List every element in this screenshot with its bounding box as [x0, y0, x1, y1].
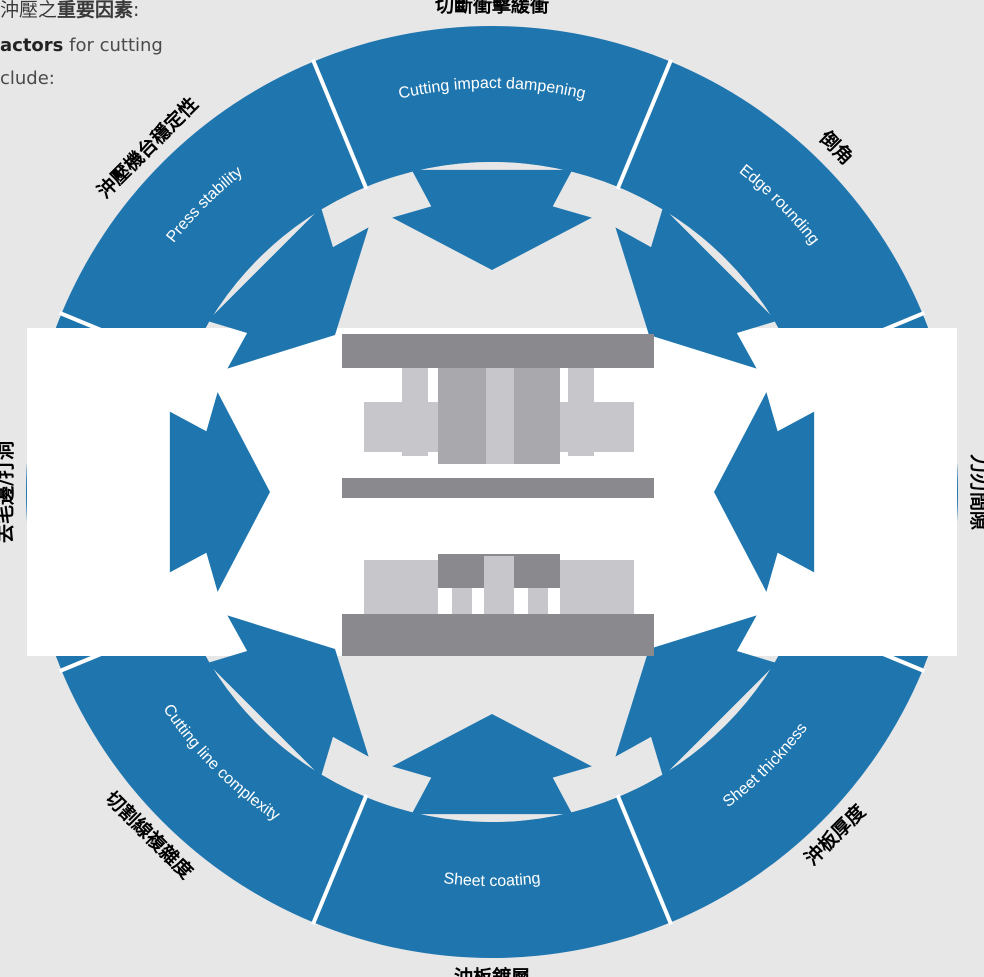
- sheet-strip: [342, 478, 654, 498]
- intro-line-1: 沖壓之重要因素:: [0, 0, 139, 22]
- upper-right-pin: [568, 368, 594, 456]
- arrow-blade-clearance: [714, 392, 815, 592]
- arrow-press-stability: [207, 207, 369, 369]
- intro-line-2-rest: for cutting: [63, 35, 163, 56]
- divider-line: [58, 615, 190, 673]
- arrow-cutting-line-complexity: [207, 615, 369, 777]
- center-illustration: [27, 169, 957, 815]
- arrow-sheet-thickness: [615, 615, 777, 777]
- divider-line: [615, 58, 673, 190]
- segment-zh-blade-clearance: 刀刃間隙: [968, 454, 984, 530]
- divider-line: [311, 58, 369, 190]
- segment-label-blade-clearance: Blade clearance: [888, 433, 909, 551]
- intro-line-1-bold: 重要因素: [57, 0, 134, 21]
- divider-line: [58, 311, 190, 369]
- divider-line: [794, 311, 926, 369]
- segment-zh-sheet-coating: 沖板鍍層: [454, 966, 530, 977]
- arrow-edge-rounding: [615, 207, 777, 369]
- segment-label-trimming-punching: Trimming / punching: [75, 418, 98, 566]
- divider-line: [615, 794, 673, 926]
- lower-right-block: [560, 560, 634, 616]
- intro-line-1-prefix: 沖壓之: [0, 0, 58, 21]
- intro-line-3: clude:: [0, 68, 55, 89]
- die-illustration: [342, 334, 654, 656]
- arrow-cutting-impact-dampening: [392, 169, 592, 270]
- segment-label-sheet-coating: Sheet coating: [443, 870, 542, 890]
- arrow-trimming-punching: [169, 392, 270, 592]
- segment-zh-cutting-impact-dampening: 切斷衝擊緩衝: [435, 0, 549, 17]
- intro-line-1-suffix: :: [133, 0, 140, 21]
- arrow-sheet-coating: [392, 714, 592, 815]
- upper-left-pin: [402, 368, 428, 456]
- upper-die-plate: [342, 334, 654, 368]
- intro-line-2-bold: actors: [0, 35, 64, 56]
- upper-center-pin: [486, 368, 514, 464]
- lower-die-plate: [342, 614, 654, 656]
- lower-left-block: [364, 560, 438, 616]
- intro-line-2: actors for cutting: [0, 35, 163, 56]
- segment-zh-trimming-punching: 去毛邊/打洞: [0, 441, 17, 543]
- divider-line: [794, 615, 926, 673]
- divider-line: [311, 794, 369, 926]
